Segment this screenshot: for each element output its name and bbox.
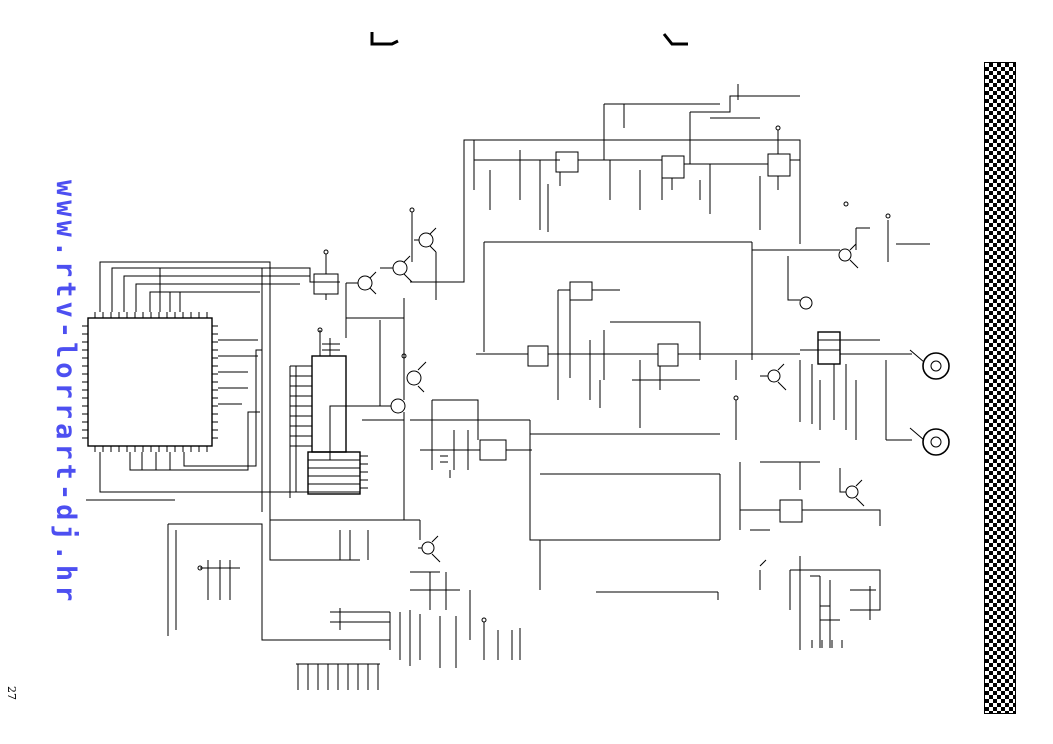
filter-chain-top xyxy=(472,84,801,244)
microcontroller-ic xyxy=(82,312,258,452)
connector-block xyxy=(307,451,368,495)
page-number: 27 xyxy=(5,686,18,700)
memory-ic xyxy=(289,327,347,498)
transistor-q1 xyxy=(345,139,472,338)
interconnect-wires xyxy=(329,282,721,600)
lower-left-network xyxy=(167,519,521,690)
signal-lines-mid xyxy=(476,241,800,593)
transistor-q2 xyxy=(379,320,530,520)
rca-jack-upper xyxy=(900,349,950,380)
lower-right-opamp xyxy=(739,461,881,531)
rca-jack-lower xyxy=(885,360,950,456)
mcu-bus-wiring xyxy=(86,261,360,520)
edge-checker-strip xyxy=(984,62,1016,714)
opamp-ic xyxy=(420,399,532,478)
relay-block xyxy=(759,556,881,650)
top-mark-left xyxy=(370,32,399,46)
watermark-text: www.rtv-lorrart-dj.hr xyxy=(50,180,81,606)
output-amp-section xyxy=(733,201,930,440)
top-mark-right xyxy=(662,33,688,46)
regulator-ic xyxy=(313,249,339,300)
